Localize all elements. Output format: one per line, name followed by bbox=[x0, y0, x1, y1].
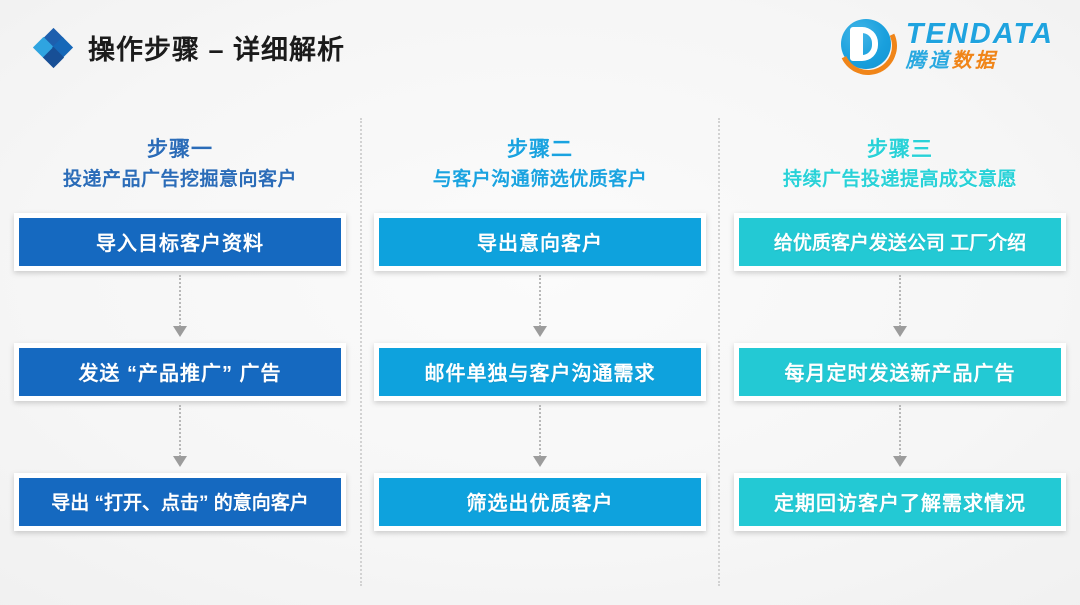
logo-chinese-blue: 腾道 bbox=[905, 50, 952, 72]
column-divider-2 bbox=[718, 118, 720, 586]
logo-text-group: TENDATA 腾道数据 bbox=[905, 18, 1054, 73]
step-2-title: 步骤二 bbox=[507, 138, 573, 161]
step-3-subtitle: 持续广告投递提高成交意愿 bbox=[782, 169, 1017, 191]
arrow-head-icon bbox=[893, 455, 907, 467]
tendata-logo: TENDATA 腾道数据 bbox=[830, 8, 1054, 84]
step-1-flow: 导入目标客户资料 发送 “产品推广” 广告 导出 “打开、点击” 的意向客户 bbox=[14, 212, 346, 531]
arrow-stem bbox=[899, 404, 901, 457]
arrow-stem bbox=[539, 404, 541, 457]
step-2-flow: 导出意向客户 邮件单独与客户沟通需求 筛选出优质客户 bbox=[374, 212, 706, 531]
step-2-arrow-1 bbox=[533, 271, 547, 343]
step-column-1: 步骤一 投递产品广告挖掘意向客户 导入目标客户资料 发送 “产品推广” 广告 导… bbox=[0, 100, 360, 605]
logo-chinese-name: 腾道数据 bbox=[906, 50, 1054, 72]
step-3-flow: 给优质客户发送公司 工厂介绍 每月定时发送新产品广告 定期回访客户了解需求情况 bbox=[734, 212, 1066, 531]
column-divider-1 bbox=[360, 118, 362, 586]
step-1-title: 步骤一 bbox=[147, 138, 213, 161]
logo-d-stem-shape bbox=[855, 27, 863, 57]
step-3-box-3[interactable]: 定期回访客户了解需求情况 bbox=[734, 472, 1066, 531]
arrow-stem bbox=[179, 404, 181, 457]
step-2-box-2[interactable]: 邮件单独与客户沟通需求 bbox=[374, 342, 706, 401]
logo-ring-shape bbox=[840, 19, 891, 69]
step-3-box-1[interactable]: 给优质客户发送公司 工厂介绍 bbox=[734, 212, 1066, 271]
step-column-2: 步骤二 与客户沟通筛选优质客户 导出意向客户 邮件单独与客户沟通需求 筛选出优质… bbox=[360, 100, 720, 605]
step-2-arrow-2 bbox=[533, 401, 547, 473]
arrow-head-icon bbox=[173, 455, 187, 467]
step-1-box-1[interactable]: 导入目标客户资料 bbox=[14, 212, 346, 271]
tendata-d-circle-logo-icon bbox=[830, 8, 905, 84]
arrow-stem bbox=[539, 274, 541, 327]
step-2-subtitle: 与客户沟通筛选优质客户 bbox=[432, 169, 648, 191]
step-1-subtitle: 投递产品广告挖掘意向客户 bbox=[62, 169, 297, 191]
arrow-head-icon bbox=[533, 325, 547, 337]
logo-orange-swoosh-shape bbox=[830, 8, 905, 84]
diamond-cluster-icon bbox=[32, 27, 74, 68]
logo-english-name: TENDATA bbox=[905, 18, 1054, 50]
step-3-title: 步骤三 bbox=[867, 138, 933, 161]
arrow-head-icon bbox=[893, 325, 907, 337]
arrow-head-icon bbox=[533, 455, 547, 467]
step-1-box-2[interactable]: 发送 “产品推广” 广告 bbox=[14, 342, 346, 401]
step-3-box-2[interactable]: 每月定时发送新产品广告 bbox=[734, 342, 1066, 401]
step-3-arrow-2 bbox=[893, 401, 907, 473]
arrow-stem bbox=[179, 274, 181, 327]
arrow-stem bbox=[899, 274, 901, 327]
step-1-arrow-2 bbox=[173, 401, 187, 473]
steps-container: 步骤一 投递产品广告挖掘意向客户 导入目标客户资料 发送 “产品推广” 广告 导… bbox=[0, 100, 1080, 605]
step-1-arrow-1 bbox=[173, 271, 187, 343]
step-1-box-3[interactable]: 导出 “打开、点击” 的意向客户 bbox=[14, 472, 346, 531]
slide-header: 操作步骤 – 详细解析 TENDATA 腾道数据 bbox=[0, 0, 1080, 100]
step-3-arrow-1 bbox=[893, 271, 907, 343]
step-2-box-3[interactable]: 筛选出优质客户 bbox=[374, 472, 706, 531]
step-2-box-1[interactable]: 导出意向客户 bbox=[374, 212, 706, 271]
logo-chinese-orange: 数据 bbox=[951, 50, 998, 72]
arrow-head-icon bbox=[173, 325, 187, 337]
title-group: 操作步骤 – 详细解析 bbox=[32, 27, 346, 68]
page-title: 操作步骤 – 详细解析 bbox=[88, 35, 346, 65]
step-column-3: 步骤三 持续广告投递提高成交意愿 给优质客户发送公司 工厂介绍 每月定时发送新产… bbox=[720, 100, 1080, 605]
